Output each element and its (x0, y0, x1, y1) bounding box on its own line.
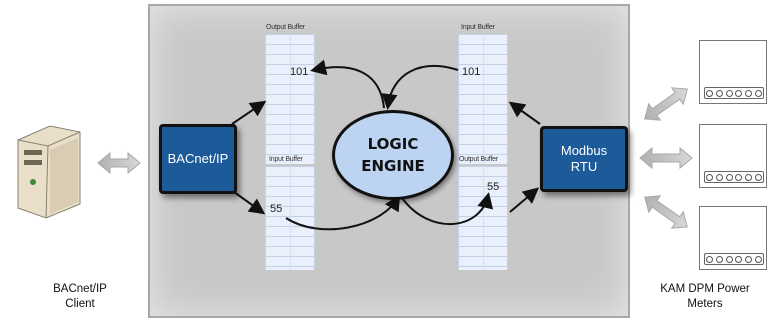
meters-caption-line2: Meters (687, 298, 723, 310)
client-link-arrow (97, 151, 141, 175)
bacnet-ip-node-label: BACnet/IP (167, 151, 229, 166)
arrow-left-input-to-engine (285, 194, 401, 231)
client-caption: BACnet/IP Client (30, 282, 130, 312)
right-output-buffer-value: 55 (487, 181, 500, 193)
right-input-buffer-value: 101 (462, 66, 481, 78)
client-caption-line2: Client (65, 298, 95, 310)
power-meter-buttons (704, 87, 764, 99)
power-meter-buttons (704, 171, 764, 183)
left-input-buffer-label: Input Buffer (269, 156, 303, 163)
left-output-buffer-label: Output Buffer (266, 24, 305, 31)
client-caption-line1: BACnet/IP (53, 283, 107, 295)
left-output-buffer (265, 34, 315, 164)
modbus-rtu-node: Modbus RTU (540, 126, 628, 192)
logic-engine: LOGIC ENGINE (332, 110, 454, 200)
arrow-bacnet-to-output-buffer (231, 100, 267, 125)
meters-caption-line1: KAM DPM Power (660, 283, 750, 295)
arrow-engine-to-right-output (401, 192, 494, 225)
arrow-output-buffer-to-modbus (509, 187, 540, 213)
arrow-modbus-to-input-buffer (508, 101, 541, 125)
left-input-buffer (265, 166, 315, 270)
power-meter-2 (699, 124, 767, 188)
modbus-node-line2: RTU (570, 159, 598, 174)
arrow-right-input-to-engine (381, 65, 459, 110)
power-meter-3 (699, 206, 767, 270)
modbus-node-line1: Modbus (560, 143, 608, 158)
power-meter-buttons (704, 253, 764, 265)
right-input-buffer-label: Input Buffer (461, 24, 495, 31)
arrow-engine-to-left-output (310, 59, 385, 109)
logic-engine-line2: ENGINE (361, 157, 425, 175)
bacnet-ip-node: BACnet/IP (159, 124, 237, 194)
server-icon (17, 125, 81, 219)
logic-engine-line1: LOGIC (367, 135, 419, 153)
meters-caption: KAM DPM Power Meters (640, 282, 770, 312)
arrow-bacnet-to-input-buffer (233, 191, 266, 215)
meter-link-arrow-middle (639, 146, 693, 170)
left-input-buffer-value: 55 (270, 203, 283, 215)
right-output-buffer (458, 166, 508, 270)
left-output-buffer-value: 101 (290, 66, 309, 78)
right-input-buffer (458, 34, 508, 164)
right-output-buffer-label: Output Buffer (459, 156, 498, 163)
meter-link-arrow-top (644, 87, 688, 121)
power-meter-1 (699, 40, 767, 104)
meter-link-arrow-bottom (644, 195, 688, 229)
